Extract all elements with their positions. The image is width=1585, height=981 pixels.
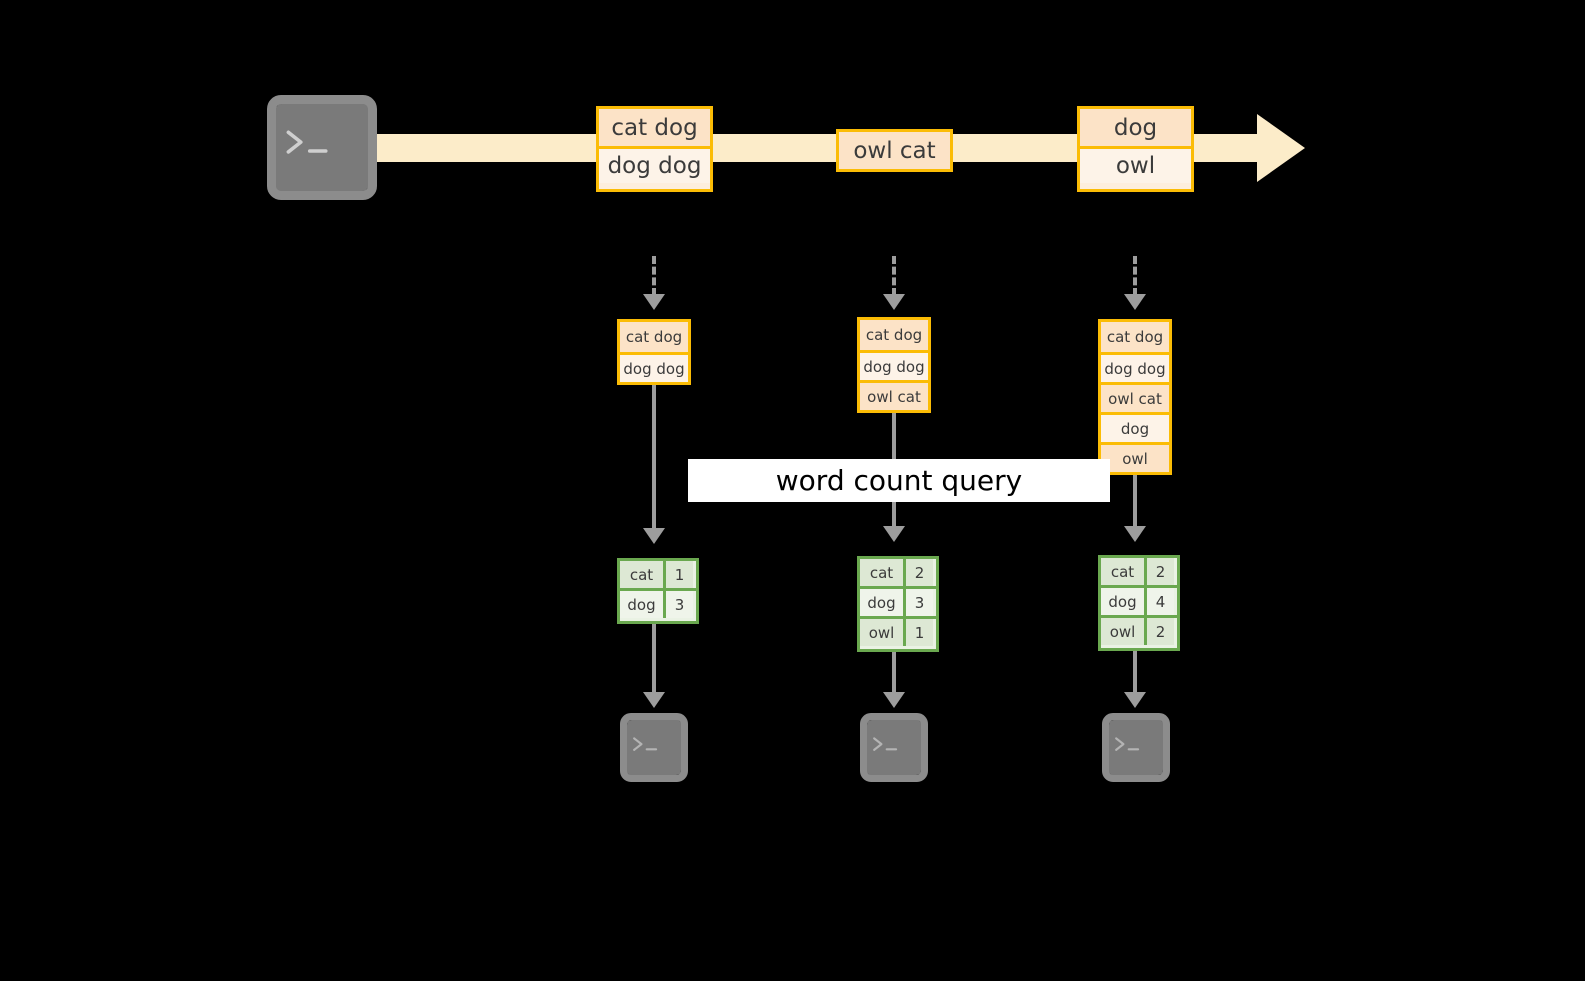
result-key: dog: [620, 591, 666, 618]
batch-to-input-arrowhead: [643, 294, 665, 310]
result-value: 2: [1147, 618, 1174, 645]
table-row: dog 3: [860, 586, 936, 616]
input-table-line: cat dog: [860, 320, 928, 350]
result-value: 2: [1147, 558, 1174, 585]
input-table-line: owl: [1101, 442, 1169, 472]
input-table-line: dog dog: [620, 352, 688, 382]
table-row: cat 2: [860, 559, 936, 586]
result-to-sink-arrowhead: [643, 692, 665, 708]
input-table-line: dog dog: [860, 350, 928, 380]
stream-batch-1[interactable]: cat dog dog dog: [596, 106, 713, 192]
batch-to-input-arrowhead: [1124, 294, 1146, 310]
input-to-result-arrowhead: [1124, 526, 1146, 542]
input-to-result-connector: [652, 385, 656, 530]
terminal-screen: [276, 104, 368, 191]
batch-to-input-connector: [892, 256, 896, 296]
result-value: 1: [906, 619, 933, 646]
sink-terminal-2-icon[interactable]: [860, 713, 928, 782]
sink-terminal-1-icon[interactable]: [620, 713, 688, 782]
input-to-result-arrowhead: [883, 526, 905, 542]
result-key: dog: [1101, 588, 1147, 615]
stream-batch-line: cat dog: [599, 109, 710, 146]
result-to-sink-arrowhead: [1124, 692, 1146, 708]
stream-batch-line: dog: [1080, 109, 1191, 146]
input-table-line: owl cat: [1101, 382, 1169, 412]
stream-batch-2[interactable]: owl cat: [836, 129, 953, 172]
table-row: dog 4: [1101, 585, 1177, 615]
result-key: cat: [1101, 558, 1147, 585]
input-table-3[interactable]: cat dog dog dog owl cat dog owl: [1098, 319, 1172, 475]
table-row: cat 2: [1101, 558, 1177, 585]
result-value: 3: [906, 589, 933, 616]
result-to-sink-connector: [1133, 651, 1137, 694]
result-table-1[interactable]: cat 1 dog 3: [617, 558, 699, 624]
table-row: dog 3: [620, 588, 696, 618]
result-key: cat: [620, 561, 666, 588]
result-to-sink-connector: [892, 652, 896, 694]
result-value: 1: [666, 561, 693, 588]
table-row: owl 2: [1101, 615, 1177, 645]
input-to-result-connector: [1133, 475, 1137, 528]
input-table-line: cat dog: [1101, 322, 1169, 352]
batch-to-input-connector: [1133, 256, 1137, 296]
prompt-glyph-icon: [1115, 737, 1140, 752]
query-label-banner: word count query: [688, 459, 1110, 502]
stream-batch-line: owl: [1080, 146, 1191, 183]
batch-to-input-arrowhead: [883, 294, 905, 310]
result-key: dog: [860, 589, 906, 616]
input-table-line: cat dog: [620, 322, 688, 352]
input-table-2[interactable]: cat dog dog dog owl cat: [857, 317, 931, 413]
sink-terminal-3-icon[interactable]: [1102, 713, 1170, 782]
stream-arrow-head: [1257, 114, 1305, 182]
result-value: 2: [906, 559, 933, 586]
result-table-2[interactable]: cat 2 dog 3 owl 1: [857, 556, 939, 652]
input-table-line: dog: [1101, 412, 1169, 442]
result-to-sink-connector: [652, 624, 656, 694]
table-row: owl 1: [860, 616, 936, 646]
input-to-result-arrowhead: [643, 528, 665, 544]
query-label-text: word count query: [775, 464, 1023, 497]
prompt-glyph-icon: [873, 737, 898, 752]
input-table-1[interactable]: cat dog dog dog: [617, 319, 691, 385]
result-key: owl: [1101, 618, 1147, 645]
stream-batch-3[interactable]: dog owl: [1077, 106, 1194, 192]
table-row: cat 1: [620, 561, 696, 588]
input-table-line: owl cat: [860, 380, 928, 410]
prompt-glyph-icon: [286, 130, 328, 154]
result-key: cat: [860, 559, 906, 586]
result-value: 3: [666, 591, 693, 618]
result-key: owl: [860, 619, 906, 646]
result-table-3[interactable]: cat 2 dog 4 owl 2: [1098, 555, 1180, 651]
input-table-line: dog dog: [1101, 352, 1169, 382]
prompt-glyph-icon: [633, 737, 658, 752]
source-terminal-icon[interactable]: [267, 95, 377, 200]
stream-batch-line: owl cat: [839, 132, 950, 169]
batch-to-input-connector: [652, 256, 656, 296]
result-value: 4: [1147, 588, 1174, 615]
result-to-sink-arrowhead: [883, 692, 905, 708]
stream-batch-line: dog dog: [599, 146, 710, 183]
